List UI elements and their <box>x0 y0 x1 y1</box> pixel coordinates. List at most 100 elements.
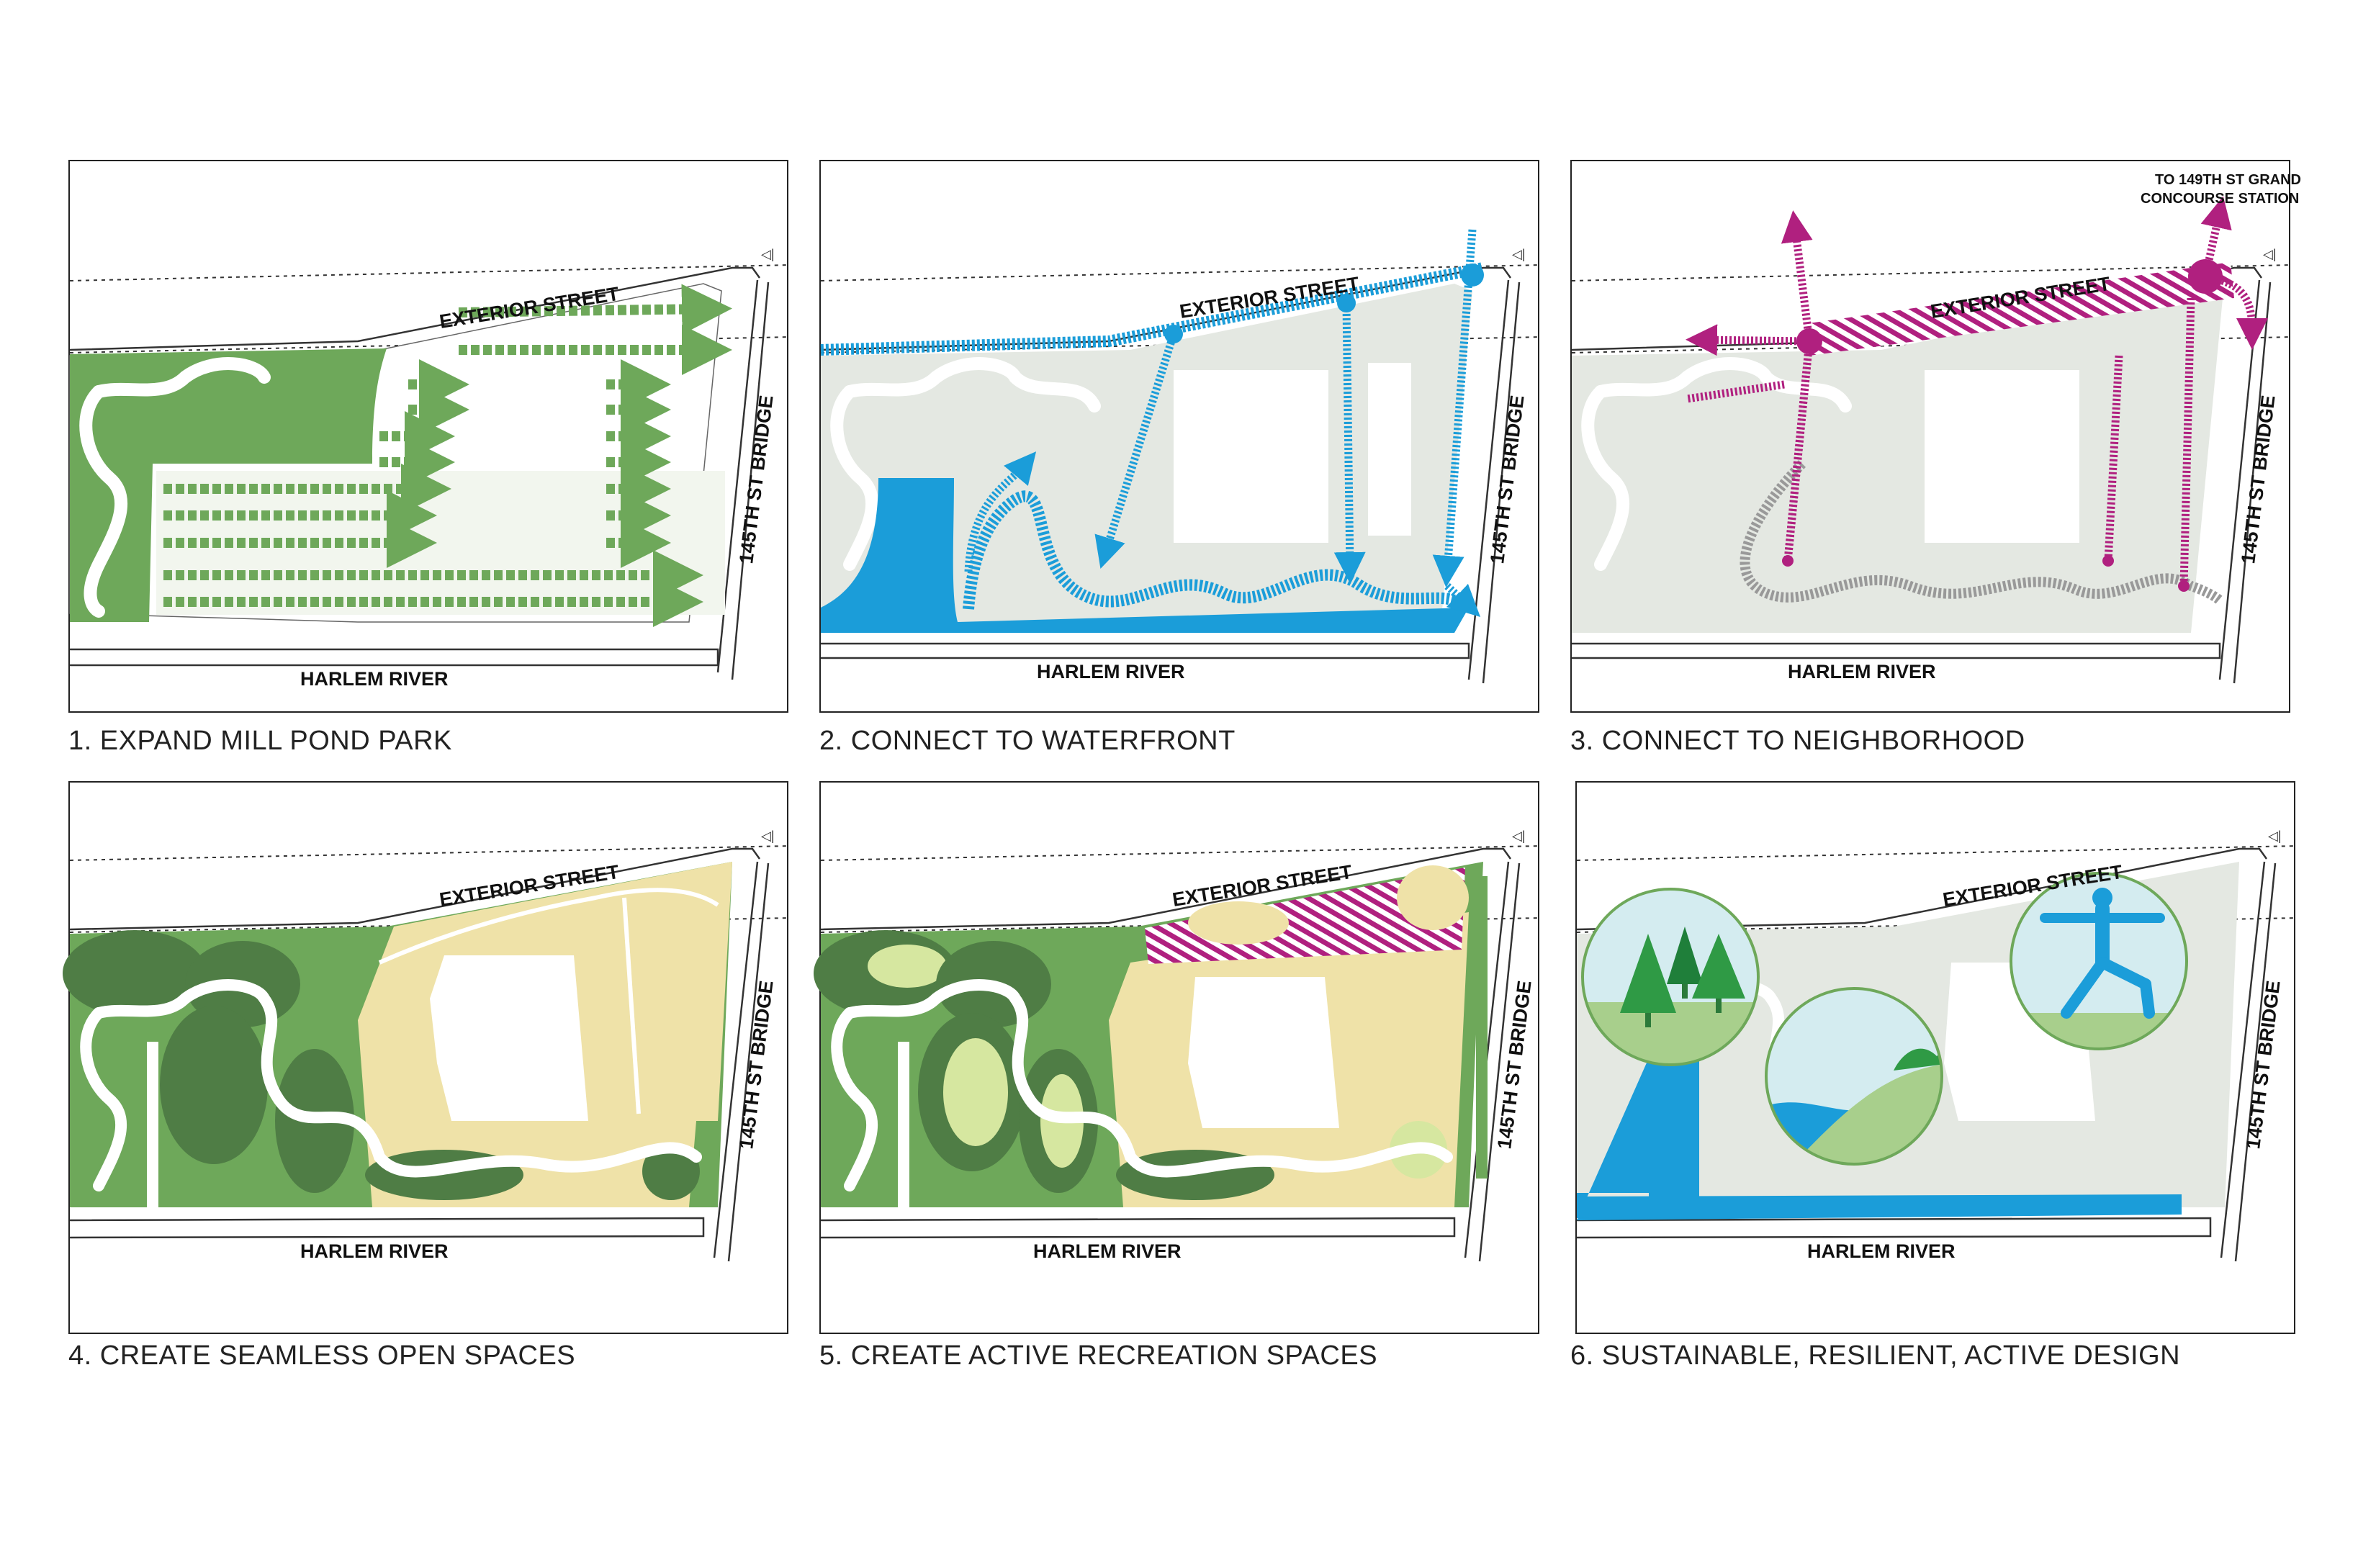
street-line <box>69 266 761 351</box>
street-edge-dashed <box>69 336 791 353</box>
site-path <box>93 979 702 1178</box>
caption-3: 3. CONNECT TO NEIGHBORHOOD <box>1570 726 2025 756</box>
node-marker <box>1782 555 1794 567</box>
river-edge <box>820 1217 1456 1239</box>
street-path <box>820 262 1485 356</box>
site-path <box>830 385 879 571</box>
river-edge <box>70 648 719 667</box>
site-path <box>843 357 1101 413</box>
street-edge-dashed <box>1571 264 2292 281</box>
court-area <box>1397 865 1469 930</box>
north-arrow-icon: ◁| <box>1512 247 1526 261</box>
street-edge-dashed <box>820 845 1542 861</box>
bridge-greenway <box>1476 876 1488 1179</box>
bridge-label: 145TH ST BRIDGE <box>735 394 777 564</box>
site-path <box>622 897 641 1114</box>
expansion-arrows <box>163 284 732 627</box>
bridge-label: 145TH ST BRIDGE <box>1486 394 1528 564</box>
park-path <box>79 385 128 618</box>
node-marker <box>2178 580 2190 592</box>
street-edge-dashed <box>69 845 791 861</box>
site-diagram-2: EXTERIOR STREET 145TH ST BRIDGE HARLEM R… <box>820 229 1542 684</box>
building-footprint <box>1925 370 2079 543</box>
tree-icon <box>1620 934 1676 1027</box>
site-path <box>831 1007 878 1191</box>
site-path <box>1581 385 1630 571</box>
node-marker <box>1461 263 1484 287</box>
park-area <box>70 348 387 622</box>
site-path <box>80 1007 127 1191</box>
caption-1: 1. EXPAND MILL POND PARK <box>68 726 452 756</box>
node-marker <box>2188 259 2223 294</box>
river-edge <box>69 1217 705 1239</box>
water-area <box>821 478 1469 633</box>
node-marker <box>1796 328 1822 354</box>
street-edge-dashed <box>69 917 791 933</box>
river-label: HARLEM RIVER <box>1033 1240 1182 1262</box>
site-diagram-6: EXTERIOR STREET 145TH ST BRIDGE HARLEM R… <box>1576 829 2298 1262</box>
station-label-line2: CONCOURSE STATION <box>2141 191 2299 207</box>
bridge-label: 145TH ST BRIDGE <box>2237 394 2279 564</box>
street-edge-dashed <box>1576 845 2298 861</box>
street-edge-dashed <box>820 264 1542 281</box>
caption-5: 5. CREATE ACTIVE RECREATION SPACES <box>819 1341 1378 1371</box>
lawn-area <box>868 945 947 988</box>
waterfront-path <box>963 490 1457 610</box>
connection-arrows <box>964 229 1481 618</box>
park-path <box>92 357 271 398</box>
site-diagram-3: EXTERIOR STREET 145TH ST BRIDGE HARLEM R… <box>1571 172 2301 684</box>
north-arrow-icon: ◁| <box>761 829 775 843</box>
north-arrow-icon: ◁| <box>2263 247 2277 261</box>
street-edge-dashed <box>820 336 1542 353</box>
node-marker <box>1164 325 1183 343</box>
tree-icon <box>1692 934 1745 1013</box>
node-marker <box>1337 294 1356 312</box>
panel-sustainable-design: EXTERIOR STREET 145TH ST BRIDGE HARLEM R… <box>1575 781 2298 1334</box>
site-path <box>844 979 1453 1178</box>
north-arrow-icon: ◁| <box>761 247 775 261</box>
building-footprint <box>1188 977 1339 1128</box>
caption-4: 4. CREATE SEAMLESS OPEN SPACES <box>68 1341 576 1371</box>
river-label: HARLEM RIVER <box>1807 1240 1956 1262</box>
north-arrow-icon: ◁| <box>2268 829 2282 843</box>
court-area <box>1188 901 1289 945</box>
lawn-area <box>943 1038 1008 1146</box>
trees-vignette <box>1581 888 1760 1066</box>
site-path <box>1594 357 1852 413</box>
caption-2: 2. CONNECT TO WATERFRONT <box>819 726 1236 756</box>
panel-connect-neighborhood: EXTERIOR STREET 145TH ST BRIDGE HARLEM R… <box>1570 160 2301 713</box>
planted-area <box>160 1006 268 1164</box>
bridge-line <box>713 861 770 1262</box>
site-path <box>378 888 719 965</box>
panel-connect-waterfront: EXTERIOR STREET 145TH ST BRIDGE HARLEM R… <box>819 160 1542 713</box>
river-label: HARLEM RIVER <box>300 1240 449 1262</box>
street-edge-dashed <box>69 264 791 281</box>
panel-expand-park: EXTERIOR STREET 145TH ST BRIDGE HARLEM R… <box>68 160 791 713</box>
street-edge-dashed <box>820 917 1542 933</box>
panel-active-recreation: EXTERIOR STREET 145TH ST BRIDGE HARLEM R… <box>814 781 1542 1334</box>
river-label: HARLEM RIVER <box>1788 661 1936 682</box>
station-label-line1: TO 149TH ST GRAND <box>2155 172 2301 188</box>
river-label: HARLEM RIVER <box>1037 661 1185 682</box>
building-footprint <box>1368 363 1411 536</box>
planted-area <box>63 930 207 1017</box>
yoga-person-icon <box>2040 888 2165 1019</box>
building-footprint <box>430 955 588 1121</box>
site-diagram-5: EXTERIOR STREET 145TH ST BRIDGE HARLEM R… <box>814 829 1542 1262</box>
tree-icon <box>1667 927 1703 999</box>
site-diagram-1: EXTERIOR STREET 145TH ST BRIDGE HARLEM R… <box>69 247 791 690</box>
waterfront-path <box>1740 460 2223 605</box>
river-edge <box>1572 642 2221 659</box>
building-footprint <box>1174 370 1328 543</box>
panel-seamless-open-spaces: EXTERIOR STREET 145TH ST BRIDGE HARLEM R… <box>63 781 791 1334</box>
river-edge <box>1576 1217 2212 1239</box>
north-arrow-icon: ◁| <box>1512 829 1526 843</box>
street-line <box>820 847 1512 931</box>
street-line <box>1571 266 2263 351</box>
bridge-line <box>2220 861 2277 1262</box>
water-inlet <box>1649 1042 1699 1200</box>
river-label: HARLEM RIVER <box>300 668 449 690</box>
street-line <box>1576 847 2268 931</box>
caption-6: 6. SUSTAINABLE, RESILIENT, ACTIVE DESIGN <box>1570 1341 2181 1371</box>
street-line <box>69 847 761 931</box>
